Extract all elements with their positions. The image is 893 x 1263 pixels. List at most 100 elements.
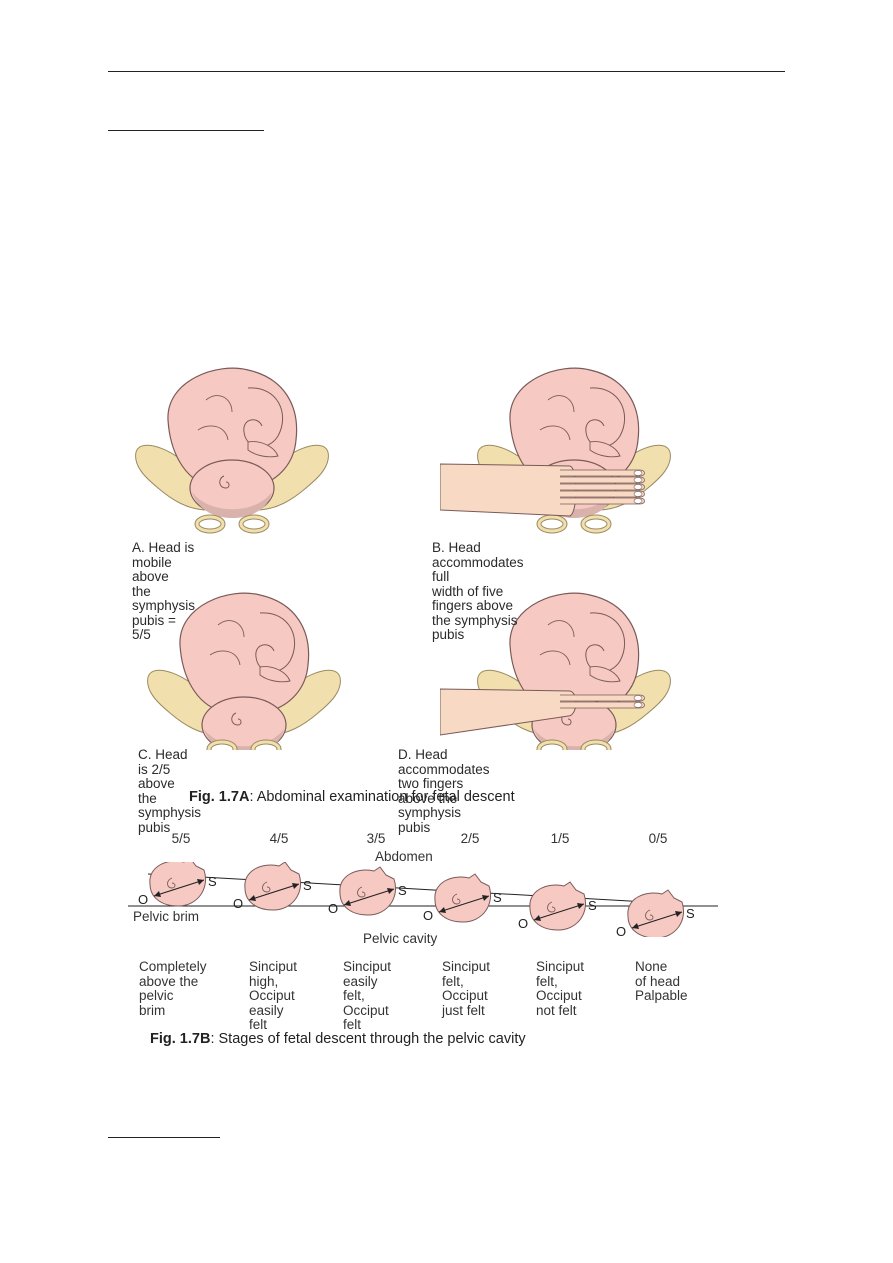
fetal-head-stage [627,889,684,937]
fetal-head-stage [339,866,396,916]
pelvic-foramen-right-fill [239,515,269,533]
stage-description: Sinciput high, Occiput easily felt [249,959,298,1032]
examining-finger [560,701,645,709]
fraction-label: 5/5 [171,831,191,846]
fingernail [633,702,643,708]
occipito-frontal-diameter [153,879,205,897]
figure-1-7a-label: Fig. 1.7A [189,789,250,805]
arrowhead-occiput [154,891,161,897]
fetal-hand [589,666,621,683]
examining-finger [560,694,645,702]
fetal-ear-stage [547,901,556,913]
arrowhead-occiput [344,900,351,906]
occipito-frontal-diameter [533,903,585,921]
examining-finger [560,497,645,505]
pelvic-brim-label: Pelvic brim [131,909,202,924]
arrowhead-occiput [439,907,446,913]
fetal-hand [247,441,279,458]
occiput-letter: O [616,924,626,937]
stage-description: Sinciput felt, Occiput just felt [442,959,491,1018]
examining-finger [560,483,645,491]
fetal-ear-stage [262,881,271,893]
fetal-pelvis-illustration-d [440,592,671,750]
sinciput-letter: S [493,890,502,905]
stage-description: Completely above the pelvic brim [139,959,207,1018]
fingernail [633,477,643,483]
fraction-label: 1/5 [550,831,570,846]
caption-panel-b: B. Head accommodates full width of five … [432,540,524,642]
fetal-head-stage [149,862,206,907]
examining-finger [560,490,645,498]
caption-panel-c: C. Head is 2/5 above the symphysis pubis [138,747,202,835]
arrowhead-sinciput [292,883,299,889]
sinciput-letter: S [398,883,407,898]
arrowhead-occiput [632,923,639,929]
stage-description: Sinciput easily felt, Occiput felt [343,959,392,1032]
fingernail [633,470,643,476]
sinciput-letter: S [686,906,695,921]
fetal-ear-stage [357,886,366,898]
fetal-ear [219,475,230,489]
occiput-letter: O [423,908,433,923]
fetal-leg-folds [209,620,245,666]
occipito-frontal-diameter [438,895,490,913]
fingernail [633,695,643,701]
pelvic-foramen-right-fill [251,740,281,750]
pelvic-foramen-left-fill [207,740,237,750]
fingernail [633,498,643,504]
pelvic-foramen-right-fill [581,740,611,750]
pelvic-foramen-left-fill [537,515,567,533]
examining-finger [560,469,645,477]
section-heading-underline [108,130,264,131]
fetal-pelvis-illustration-b [440,367,671,534]
occipito-frontal-diameter [343,888,395,906]
arrowhead-sinciput [197,879,204,885]
pelvic-foramen-left-fill [195,515,225,533]
fetal-leg-folds [197,395,233,441]
fingernail [633,491,643,497]
arrowhead-sinciput [675,911,682,917]
examining-hand [440,463,577,517]
figure-1-7a-caption: Fig. 1.7A: Abdominal examination for fet… [189,789,515,805]
sinciput-letter: S [588,898,597,913]
fetal-head [201,696,287,750]
arrowhead-sinciput [387,888,394,894]
examining-finger [560,476,645,484]
occiput-letter: O [138,892,148,907]
fetal-descent-stages-diagram: O S O S O S O S O S O S [128,862,718,937]
sinciput-letter: S [208,874,217,889]
stage-description: None of head Palpable [635,959,688,1003]
abdomen-label: Abdomen [375,849,433,864]
fraction-label: 2/5 [460,831,480,846]
occiput-letter: O [233,896,243,911]
arrowhead-occiput [249,895,256,901]
fetal-ear [231,712,242,726]
fraction-label: 0/5 [648,831,668,846]
figure-1-7a-caption-text: : Abdominal examination for fetal descen… [249,789,515,805]
fetal-ear-stage [452,893,461,905]
sinciput-letter: S [303,878,312,893]
fetal-head-stage [434,873,491,923]
figure-1-7b-label: Fig. 1.7B [150,1031,211,1047]
fraction-label: 3/5 [366,831,386,846]
arrowhead-sinciput [482,895,489,901]
figure-1-7b-caption-text: : Stages of fetal descent through the pe… [210,1031,526,1047]
fingernail [633,484,643,490]
pelvic-foramen-right-fill [581,515,611,533]
pelvic-foramen-left-fill [537,740,567,750]
occiput-letter: O [518,916,528,931]
occiput-letter: O [328,901,338,916]
fetal-head-stage [529,881,586,931]
header-rule [108,71,785,72]
stage-description: Sinciput felt, Occiput not felt [536,959,585,1018]
head-shadow [192,492,272,518]
fetal-leg-folds [539,620,575,666]
occipito-frontal-diameter [248,883,300,901]
fetal-pelvis-illustration-a [135,367,329,534]
occipito-frontal-diameter [631,911,683,929]
fetal-pelvis-illustration-c [147,592,341,750]
fetal-hand [259,666,291,683]
caption-panel-a: A. Head is mobile above the symphysis pu… [132,540,196,642]
fetal-ear-stage [167,877,176,889]
pelvic-cavity-label: Pelvic cavity [363,931,438,946]
